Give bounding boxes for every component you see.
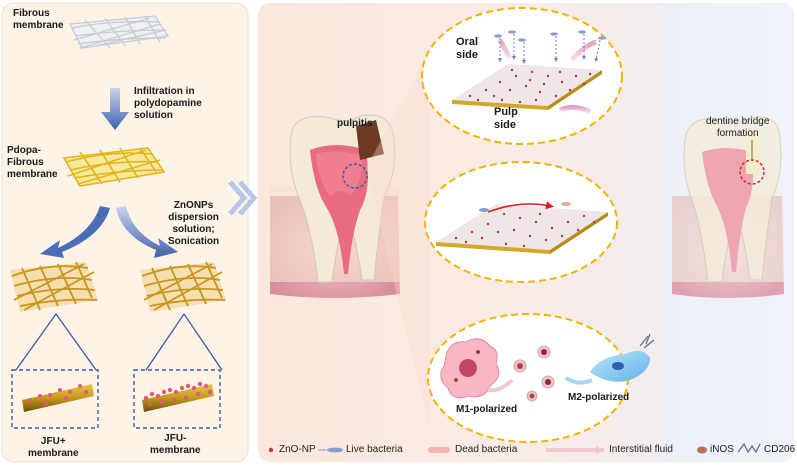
fibrous-membrane-illustration — [68, 15, 170, 49]
label-jfu-plus: JFU+ membrane — [28, 436, 79, 459]
label-pdopa-membrane: Pdopa- Fibrous membrane — [7, 145, 58, 180]
label-jfu-minus: JFU- membrane — [150, 433, 201, 456]
small-macrophages — [513, 345, 555, 402]
curved-arrow-left — [40, 206, 110, 258]
jfu-plus-zoom-box — [11, 369, 99, 429]
bacteria-dashed-paths — [498, 34, 601, 64]
legend-live-bacteria: Live bacteria — [346, 444, 403, 455]
interstitial-fluid-arrows-top — [497, 38, 597, 130]
legend-cd206: CD206 — [764, 444, 796, 455]
pdopa-membrane-illustration — [62, 147, 166, 187]
tooth-with-pulpitis — [270, 114, 400, 298]
zoom-lines — [15, 313, 223, 371]
jfu-minus-zoom-box — [133, 369, 221, 429]
jfu-minus-membrane-illustration — [140, 261, 226, 312]
polarization-arrow-m1 — [487, 378, 514, 393]
legend-zno-np: ZnO-NP — [279, 444, 316, 455]
jfu-plus-membrane-illustration — [10, 261, 98, 312]
left-panel-bg — [1, 2, 249, 463]
jfu-plus-fiber-rod — [22, 384, 94, 412]
legend-markers — [268, 442, 761, 454]
down-arrow — [101, 88, 129, 130]
label-pulp-side: Pulp side — [494, 106, 518, 131]
legend-inos: iNOS — [710, 444, 734, 455]
curved-arrow-right — [116, 206, 178, 258]
polarization-arrow-m2 — [564, 376, 593, 385]
label-dentine-bridge: dentine bridge formation — [706, 116, 770, 139]
m2-macrophage-cell — [590, 333, 655, 382]
label-fibrous-membrane: Fibrous membrane — [13, 8, 64, 31]
label-znonps-process: ZnONPs dispersion solution; Sonication — [168, 200, 220, 247]
jfu-minus-fiber-rod — [142, 381, 214, 412]
label-pulpitis: pulpitis — [337, 118, 373, 129]
tooth-with-dentine-bridge — [672, 116, 784, 298]
m1-macrophage-cell — [440, 338, 500, 399]
label-m1-polarized: M1-polarized — [456, 404, 518, 415]
live-bacteria-top — [494, 30, 606, 42]
membrane-sheet-middle — [436, 201, 608, 254]
legend-dead-bacteria: Dead bacteria — [455, 444, 518, 455]
label-oral-side: Oral side — [456, 36, 479, 61]
label-m2-polarized: M2-polarized — [568, 392, 630, 403]
label-infiltration: Infiltration in polydopamine solution — [134, 86, 202, 121]
connection-cone — [366, 50, 430, 430]
membrane-sheet-top — [452, 64, 602, 110]
legend-interstitial-fluid: Interstitial fluid — [609, 444, 673, 455]
chevron-arrows — [228, 180, 258, 216]
